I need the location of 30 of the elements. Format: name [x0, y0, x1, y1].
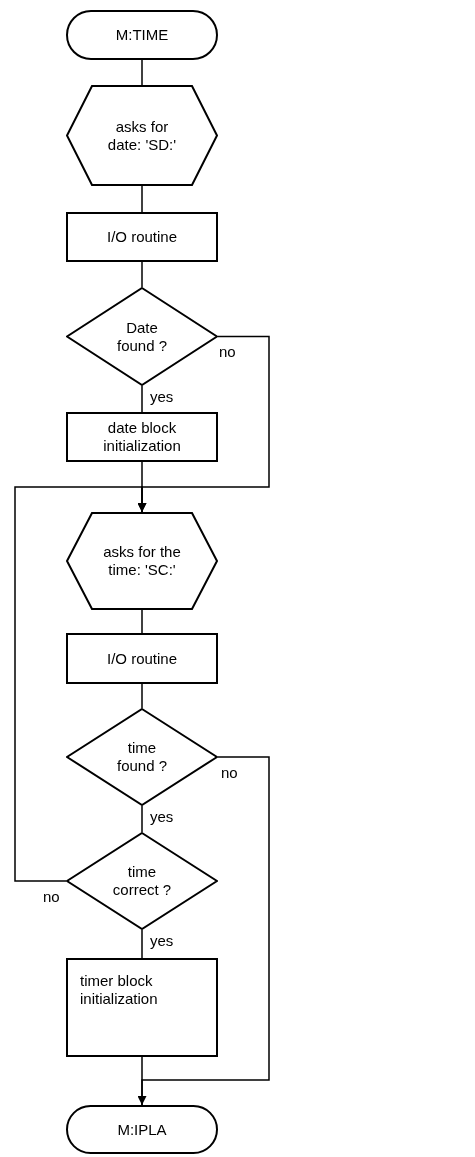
node-text: time correct ? [111, 863, 173, 899]
connector-line [141, 805, 143, 833]
preparation-hexagon [66, 85, 218, 186]
connector-line [141, 185, 143, 213]
process-box [66, 212, 218, 262]
connector-line [141, 609, 143, 634]
node-text: I/O routine [106, 228, 177, 246]
connector-line [141, 385, 143, 413]
decision-diamond [66, 287, 218, 386]
node-text: M:IPLA [117, 1120, 167, 1139]
connector-line [141, 929, 143, 959]
node-text: date block initialization [102, 419, 182, 455]
node-text: time found ? [115, 739, 168, 775]
node-text: timer block initialization [79, 971, 159, 1008]
arrow [14, 486, 147, 882]
connector-line [141, 261, 143, 288]
node-text: Date found ? [115, 318, 168, 355]
connector-line [141, 59, 143, 86]
node-text: asks for date: 'SD:' [106, 117, 178, 154]
process-box [66, 412, 218, 462]
decision-diamond [66, 708, 218, 806]
node-text: asks for the time: 'SC:' [102, 543, 182, 579]
process-box [66, 958, 218, 1057]
connector-line [141, 683, 143, 709]
preparation-hexagon [66, 512, 218, 610]
node-text: M:TIME [115, 26, 169, 44]
node-text: I/O routine [106, 649, 177, 668]
process-box [66, 633, 218, 684]
connector-line [141, 1056, 143, 1106]
decision-diamond [66, 832, 218, 930]
